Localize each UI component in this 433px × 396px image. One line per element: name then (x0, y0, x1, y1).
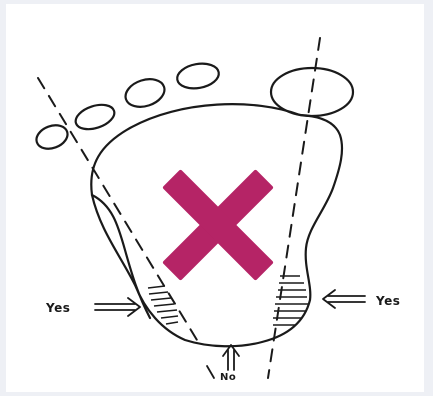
bottom-no-label: No (220, 372, 236, 383)
fourth-toe-icon (74, 103, 116, 131)
left-hatched-area (147, 285, 179, 325)
third-toe-icon (124, 78, 166, 108)
arch-contour (90, 193, 152, 320)
left-arrow-icon (94, 297, 141, 317)
up-arrow-icon (222, 344, 240, 371)
second-toe-icon (176, 62, 220, 90)
foot-outline (90, 103, 344, 348)
left-guide-line (37, 77, 201, 346)
left-yes-label: Yes (45, 301, 70, 315)
right-guide-line (267, 37, 321, 379)
little-toe-icon (35, 124, 69, 150)
right-yes-label: Yes (375, 294, 400, 308)
no-tick-mark (206, 365, 215, 379)
x-cross-icon (162, 169, 274, 281)
image-panel (6, 4, 424, 392)
right-hatched-area (273, 275, 308, 326)
right-arrow-icon (322, 289, 366, 309)
